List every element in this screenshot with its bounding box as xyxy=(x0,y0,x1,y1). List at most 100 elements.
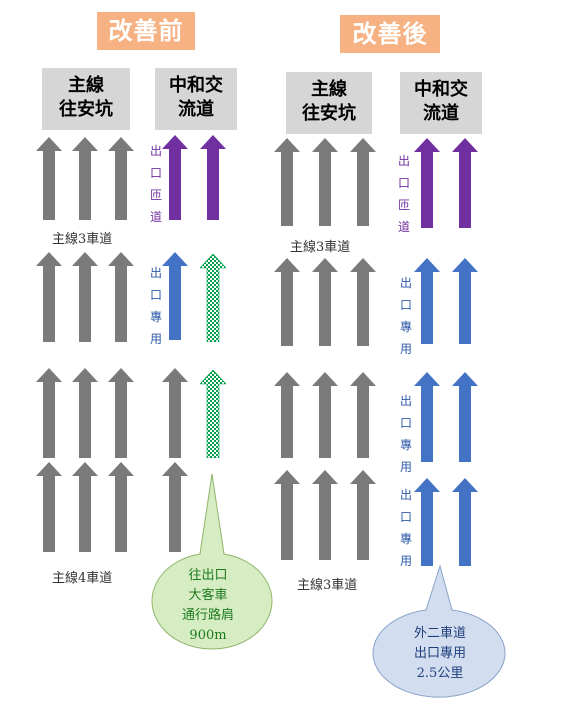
arrow-shape xyxy=(72,462,98,552)
gray-lane-arrow xyxy=(350,470,376,560)
vlabel-after-exit-ramp: 出 口 匝 道 xyxy=(396,150,412,238)
gray-lane-arrow xyxy=(72,137,98,220)
purple-exit-arrow xyxy=(452,138,478,228)
vlabel-char: 出 xyxy=(397,154,410,168)
gray-lane-arrow xyxy=(36,137,62,220)
arrow-shape xyxy=(452,372,478,462)
header-line: 往安坑 xyxy=(302,103,356,124)
blue-exit-arrow xyxy=(452,258,478,344)
arrow-shape xyxy=(312,372,338,458)
gray-lane-arrow xyxy=(72,368,98,458)
blue-exit-arrow xyxy=(452,372,478,462)
arrow-shape xyxy=(36,137,62,220)
gray-lane-arrow xyxy=(108,368,134,458)
vlabel-char: 用 xyxy=(399,460,412,474)
purple-exit-arrow xyxy=(200,135,226,220)
callout-line: 出口專用 xyxy=(413,646,466,661)
callout-text-before: 往出口 大客車 通行路肩 900m xyxy=(158,566,258,646)
gray-lane-arrow xyxy=(108,137,134,220)
arrow-shape xyxy=(36,368,62,458)
blue-exit-arrow xyxy=(162,252,188,340)
arrow-shape xyxy=(274,138,300,226)
gray-lane-arrow xyxy=(350,258,376,346)
gray-lane-arrow xyxy=(312,258,338,346)
arrow-shape xyxy=(108,137,134,220)
callout-line: 外二車道 xyxy=(413,626,466,641)
arrow-shape xyxy=(72,252,98,342)
arrow-shape xyxy=(350,138,376,226)
gray-lane-arrow xyxy=(350,138,376,226)
blue-exit-arrow xyxy=(452,478,478,566)
header-line: 中和交 xyxy=(169,75,223,96)
vlabel-char: 專 xyxy=(149,310,162,324)
arrow-shape xyxy=(108,252,134,342)
purple-exit-arrow xyxy=(162,135,188,220)
arrow-shape xyxy=(274,470,300,560)
gray-lane-arrow xyxy=(36,368,62,458)
arrow-shape xyxy=(312,258,338,346)
vlabel-char: 匝 xyxy=(397,198,410,212)
gray-lane-arrow xyxy=(312,138,338,226)
green-shoulder-arrow xyxy=(200,254,226,342)
callout-line: 大客車 xyxy=(188,588,228,603)
gray-lane-arrow xyxy=(72,462,98,552)
gray-lane-arrow xyxy=(312,372,338,458)
arrow-shape xyxy=(36,462,62,552)
header-line: 主線 xyxy=(68,75,104,96)
header-before-main: 主線 往安坑 xyxy=(42,68,130,130)
gray-lane-arrow xyxy=(274,470,300,560)
vlabel-char: 出 xyxy=(149,144,162,158)
header-line: 流道 xyxy=(423,103,459,124)
vlabel-char: 口 xyxy=(397,176,410,190)
arrow-shape xyxy=(312,138,338,226)
gray-lane-arrow xyxy=(72,252,98,342)
arrow-shape xyxy=(200,254,226,342)
callout-line: 900m xyxy=(189,628,227,643)
arrow-shape xyxy=(162,135,188,220)
header-line: 流道 xyxy=(178,99,214,120)
vlabel-before-exit-ramp: 出 口 匝 道 xyxy=(148,140,164,228)
arrow-shape xyxy=(350,258,376,346)
arrow-shape xyxy=(108,368,134,458)
arrow-shape xyxy=(72,137,98,220)
blue-exit-arrow xyxy=(414,372,440,462)
callout-bubble-before xyxy=(151,473,273,650)
arrow-shape xyxy=(108,462,134,552)
vlabel-before-exit-only: 出 口 專 用 xyxy=(148,262,164,350)
gray-lane-arrow xyxy=(312,470,338,560)
blue-exit-arrow xyxy=(414,258,440,344)
gray-lane-arrow xyxy=(108,252,134,342)
arrow-shape xyxy=(274,372,300,458)
arrow-shape xyxy=(414,258,440,344)
callout-line: 2.5公里 xyxy=(416,666,464,681)
arrow-shape xyxy=(200,370,226,458)
header-line: 往安坑 xyxy=(59,99,113,120)
label-after-main3-bottom: 主線3車道 xyxy=(297,578,358,593)
gray-lane-arrow xyxy=(274,258,300,346)
vlabel-char: 出 xyxy=(399,276,412,290)
gray-lane-arrow xyxy=(350,372,376,458)
arrow-shape xyxy=(452,258,478,344)
vlabel-char: 口 xyxy=(149,166,162,180)
callout-line: 往出口 xyxy=(188,568,228,583)
arrow-shape xyxy=(162,368,188,458)
arrow-shape xyxy=(452,138,478,228)
gray-lane-arrow xyxy=(36,252,62,342)
gray-lane-arrow xyxy=(274,372,300,458)
gray-lane-arrow xyxy=(162,462,188,552)
title-before: 改善前 xyxy=(97,12,195,50)
vlabel-char: 用 xyxy=(149,332,162,346)
arrow-shape xyxy=(414,372,440,462)
vlabel-char: 口 xyxy=(399,298,412,312)
vlabel-after-exit-only-2: 出 口 專 用 xyxy=(398,390,414,478)
arrow-shape xyxy=(350,470,376,560)
callout-text-after: 外二車道 出口專用 2.5公里 xyxy=(388,624,492,684)
label-before-main4: 主線4車道 xyxy=(52,571,113,586)
vlabel-char: 出 xyxy=(399,394,412,408)
vlabel-char: 口 xyxy=(399,510,412,524)
purple-exit-arrow xyxy=(414,138,440,228)
header-line: 主線 xyxy=(311,79,347,100)
arrow-shape xyxy=(414,138,440,228)
label-after-main3-top: 主線3車道 xyxy=(290,240,351,255)
vlabel-char: 出 xyxy=(399,488,412,502)
